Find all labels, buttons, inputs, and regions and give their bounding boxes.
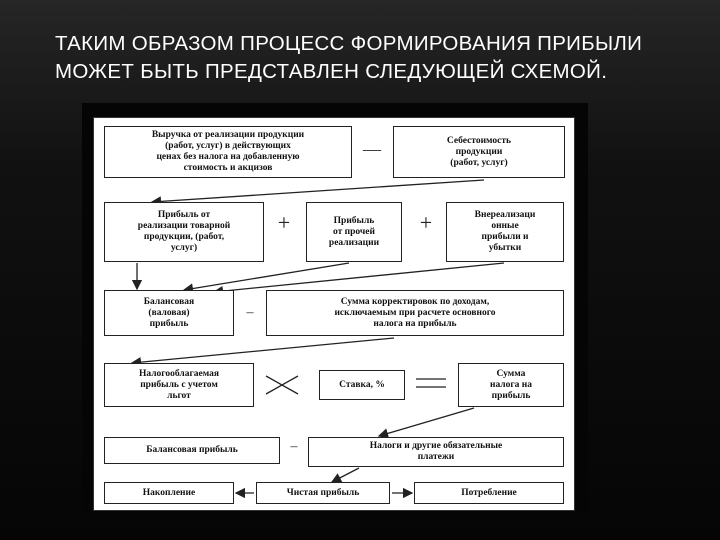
minus-operator-3: – bbox=[290, 439, 298, 454]
slide-title: ТАКИМ ОБРАЗОМ ПРОЦЕСС ФОРМИРОВАНИЯ ПРИБЫ… bbox=[55, 30, 675, 86]
arrow-tax-to-taxes bbox=[377, 407, 475, 439]
box-cost: Себестоимость продукции (работ, услуг) bbox=[393, 126, 565, 178]
box-accumulation: Накопление bbox=[104, 482, 234, 504]
box-gross-profit: Балансовая (валовая) прибыль bbox=[104, 290, 234, 336]
plus-operator-1: + bbox=[277, 210, 291, 235]
box-net-profit: Чистая прибыль bbox=[256, 482, 390, 504]
box-sales-profit: Прибыль от реализации товарной продукции… bbox=[104, 202, 264, 262]
box-taxes: Налоги и другие обязательные платежи bbox=[308, 437, 564, 467]
arrow-adjust-to-taxable bbox=[130, 337, 395, 368]
minus-operator-2: – bbox=[246, 305, 254, 320]
multiply-cross-b bbox=[265, 375, 299, 395]
box-balance-profit: Балансовая прибыль bbox=[104, 437, 280, 464]
box-other-profit: Прибыль от прочей реализации bbox=[306, 202, 402, 262]
minus-operator-1: — bbox=[363, 139, 381, 159]
box-rate: Ставка, % bbox=[319, 370, 405, 400]
arrow-taxes-to-net bbox=[330, 467, 360, 483]
arrow-nonop-to-gross bbox=[212, 262, 505, 297]
arrow-cost-to-sales-profit bbox=[150, 179, 485, 207]
box-tax-amount: Сумма налога на прибыль bbox=[458, 363, 564, 407]
box-revenue: Выручка от реализации продукции (работ, … bbox=[104, 126, 352, 178]
title-line-2: МОЖЕТ БЫТЬ ПРЕДСТАВЛЕН СЛЕДУЮЩЕЙ СХЕМОЙ. bbox=[55, 60, 608, 83]
arrow-other-to-gross bbox=[182, 262, 350, 294]
box-taxable-profit: Налогооблагаемая прибыль с учетом льгот bbox=[104, 363, 254, 407]
plus-operator-2: + bbox=[419, 210, 433, 235]
box-nonoperating: Внереализаци онные прибыли и убытки bbox=[446, 202, 564, 262]
title-line-1: ТАКИМ ОБРАЗОМ ПРОЦЕСС ФОРМИРОВАНИЯ ПРИБЫ… bbox=[55, 32, 643, 55]
box-adjustments: Сумма корректировок по доходам, исключае… bbox=[266, 290, 564, 336]
box-consumption: Потребление bbox=[414, 482, 564, 504]
diagram-panel: Выручка от реализации продукции (работ, … bbox=[93, 117, 575, 511]
connectors bbox=[130, 179, 505, 499]
